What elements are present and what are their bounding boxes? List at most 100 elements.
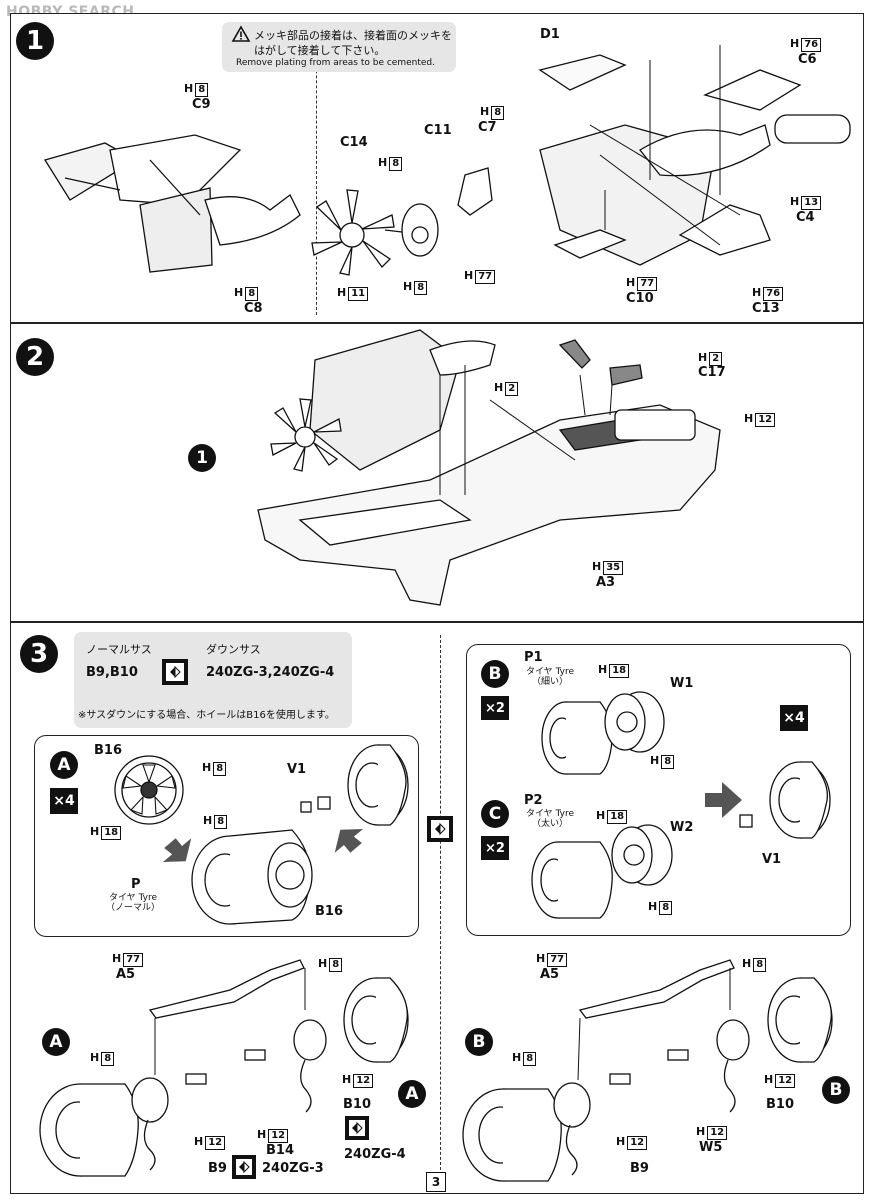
- warning-icon: [231, 25, 251, 42]
- h-box: 12: [353, 1074, 374, 1088]
- step3-divider: [440, 635, 441, 1180]
- step1-drawing: [43, 45, 851, 276]
- h-prefix: H: [592, 560, 602, 573]
- down-parts: 240ZG-3,240ZG-4: [206, 665, 335, 680]
- label-c9: C9: [192, 97, 211, 112]
- tyre-jp: タイヤ: [525, 667, 553, 677]
- bottom-b-badge-left: B: [465, 1028, 493, 1056]
- h-box: 8: [245, 287, 259, 301]
- swap-icon-center: [427, 816, 453, 842]
- h-prefix: H: [764, 1073, 774, 1086]
- h-prefix: H: [742, 957, 752, 970]
- h-prefix: H: [494, 381, 504, 394]
- label-c6: C6: [798, 52, 817, 67]
- h-prefix: H: [480, 105, 490, 118]
- tyre-type: （細い）: [531, 677, 568, 688]
- label-c8: C8: [244, 301, 263, 316]
- h-prefix: H: [378, 156, 388, 169]
- h-prefix: H: [337, 286, 347, 299]
- h-box: 77: [547, 953, 568, 967]
- tyre-label: タイヤ Tyre （ノーマル）: [100, 893, 166, 914]
- panel-b-badge: B: [481, 660, 509, 688]
- h-box: 18: [607, 810, 628, 824]
- h-prefix: H: [342, 1073, 352, 1086]
- h-box: 18: [609, 664, 630, 678]
- h-prefix: H: [616, 1135, 626, 1148]
- label-b10: B10: [343, 1097, 371, 1112]
- h-prefix: H: [648, 900, 658, 913]
- h-prefix: H: [512, 1051, 522, 1064]
- h-box: 8: [389, 157, 403, 171]
- label-a3: A3: [596, 575, 616, 590]
- label-240zg4: 240ZG-4: [344, 1147, 406, 1162]
- label-240zg3: 240ZG-3: [262, 1161, 324, 1176]
- h-prefix: H: [464, 269, 474, 282]
- tyre-en: Tyre: [555, 667, 575, 677]
- h-box: 8: [214, 815, 228, 829]
- h-prefix: H: [90, 825, 100, 838]
- normal-parts: B9,B10: [86, 665, 138, 680]
- label-w1: W1: [670, 676, 694, 691]
- label-c14: C14: [340, 135, 368, 150]
- bottom-a-badge-right: A: [398, 1080, 426, 1108]
- panel-c-mult: ×2: [481, 836, 509, 860]
- label-c13: C13: [752, 301, 780, 316]
- h-box: 76: [763, 287, 784, 301]
- step1-number: 1: [16, 22, 54, 60]
- h-prefix: H: [234, 286, 244, 299]
- label-p2: P2: [524, 793, 543, 808]
- tyre-en: Tyre: [555, 809, 575, 819]
- label-p: P: [131, 877, 141, 892]
- h-box: 77: [123, 953, 144, 967]
- panel-a-badge: A: [50, 751, 78, 779]
- h-box: 12: [627, 1136, 648, 1150]
- tyre-b-label: タイヤ Tyre （細い）: [517, 667, 583, 688]
- label-right-v1: V1: [762, 852, 782, 867]
- h-box: 8: [753, 958, 767, 972]
- caution-jp-line2: はがして接着して下さい。: [254, 44, 386, 57]
- swap-icon-zg4: [345, 1116, 369, 1140]
- h-box: 8: [213, 762, 227, 776]
- label-bottom-a-a5: A5: [116, 967, 136, 982]
- panel-a-mult: ×4: [50, 788, 78, 814]
- step2-drawing: [257, 329, 721, 606]
- h-box: 12: [775, 1074, 796, 1088]
- label-c10: C10: [626, 291, 654, 306]
- wheel-note: ※サスダウンにする場合、ホイールはB16を使用します。: [78, 710, 335, 721]
- label-b16: B16: [94, 743, 122, 758]
- h-box: 77: [475, 270, 496, 284]
- label-c7: C7: [478, 120, 497, 135]
- h-box: 12: [205, 1136, 226, 1150]
- label-b14: B14: [266, 1143, 294, 1158]
- h-box: 8: [523, 1052, 537, 1066]
- h-prefix: H: [203, 814, 213, 827]
- down-sus-label: ダウンサス: [206, 643, 261, 656]
- h-box: 2: [709, 352, 723, 366]
- h-box: 8: [195, 83, 209, 97]
